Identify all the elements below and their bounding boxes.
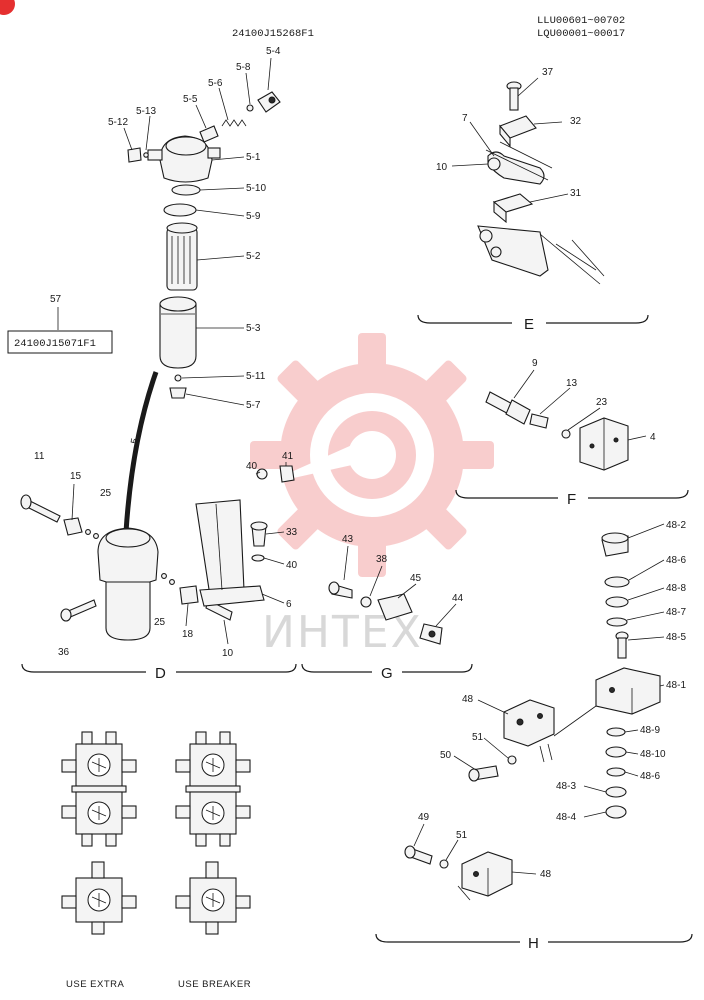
callout-5-10: 5-10 bbox=[246, 183, 266, 194]
callout-40-bottom: 40 bbox=[286, 560, 298, 571]
callout-4: 4 bbox=[650, 432, 656, 443]
callout-48-8: 48-8 bbox=[666, 583, 686, 594]
callout-6: 6 bbox=[286, 599, 292, 610]
callout-33: 33 bbox=[286, 527, 298, 538]
callout-13: 13 bbox=[566, 378, 578, 389]
callout-25-top: 25 bbox=[100, 488, 112, 499]
header-serial-line1: LLU00601~00702 bbox=[537, 15, 625, 27]
section-separators bbox=[21, 314, 693, 943]
corner-badge-icon bbox=[0, 0, 15, 15]
callout-50: 50 bbox=[440, 750, 452, 761]
section-e-parts bbox=[477, 81, 605, 285]
callout-5-1: 5-1 bbox=[246, 152, 261, 163]
callout-44: 44 bbox=[452, 593, 464, 604]
callout-45: 45 bbox=[410, 573, 422, 584]
caption-use-breaker: USE BREAKER bbox=[178, 979, 251, 990]
valve-variant-extra bbox=[61, 731, 137, 935]
callout-5-9: 5-9 bbox=[246, 211, 261, 222]
callout-48-4: 48-4 bbox=[556, 812, 576, 823]
box-label bbox=[7, 330, 113, 354]
callout-25-bottom: 25 bbox=[154, 617, 166, 628]
callout-5: 5 bbox=[129, 437, 141, 445]
header-serial-line2: LQU00001~00017 bbox=[537, 28, 625, 40]
callout-49: 49 bbox=[418, 812, 430, 823]
callout-5-13: 5-13 bbox=[136, 106, 156, 117]
section-label-f: F bbox=[567, 491, 576, 508]
callout-36: 36 bbox=[58, 647, 70, 658]
section-h-parts bbox=[404, 532, 661, 901]
callout-48-bottom: 48 bbox=[540, 869, 552, 880]
callout-37: 37 bbox=[542, 67, 554, 78]
callout-48-5: 48-5 bbox=[666, 632, 686, 643]
callout-10: 10 bbox=[222, 648, 234, 659]
section-f-parts bbox=[485, 391, 629, 471]
callout-7: 7 bbox=[462, 113, 468, 124]
watermark-gear-icon bbox=[250, 333, 494, 577]
callout-48-7: 48-7 bbox=[666, 607, 686, 618]
callout-41: 41 bbox=[282, 451, 294, 462]
section-f-callouts: 9 13 23 4 bbox=[532, 358, 656, 443]
callout-48-6-bottom: 48-6 bbox=[640, 771, 660, 782]
callout-18: 18 bbox=[182, 629, 194, 640]
caption-use-extra: USE EXTRA bbox=[66, 979, 125, 990]
callout-10-e: 10 bbox=[436, 162, 448, 173]
valve-variant-breaker bbox=[175, 731, 251, 935]
box-ref: 57 bbox=[50, 294, 62, 305]
callout-48-6-top: 48-6 bbox=[666, 555, 686, 566]
callout-5-2: 5-2 bbox=[246, 251, 261, 262]
callout-51-mid: 51 bbox=[472, 732, 484, 743]
callout-5-5: 5-5 bbox=[183, 94, 198, 105]
section-d-parts bbox=[20, 465, 295, 641]
section-g-callouts: 43 38 45 44 bbox=[342, 534, 464, 604]
callout-5-6: 5-6 bbox=[208, 78, 223, 89]
callout-5-7: 5-7 bbox=[246, 400, 261, 411]
callout-5-11: 5-11 bbox=[246, 371, 266, 382]
box-code: 24100J15071F1 bbox=[14, 338, 96, 350]
callout-48-1: 48-1 bbox=[666, 680, 686, 691]
callout-48-mid: 48 bbox=[462, 694, 474, 705]
callout-38: 38 bbox=[376, 554, 388, 565]
callout-5-8: 5-8 bbox=[236, 62, 251, 73]
callout-40-top: 40 bbox=[246, 461, 258, 472]
section-label-g: G bbox=[381, 665, 393, 682]
section-h-callouts: 48-2 48-6 48-8 48-7 48-5 48-1 48 51 50 4… bbox=[418, 520, 686, 880]
callout-48-2: 48-2 bbox=[666, 520, 686, 531]
callout-5-4: 5-4 bbox=[266, 46, 281, 57]
callout-5-12: 5-12 bbox=[108, 117, 128, 128]
callout-51-bottom: 51 bbox=[456, 830, 468, 841]
section-label-h: H bbox=[528, 935, 539, 952]
callout-9: 9 bbox=[532, 358, 538, 369]
section-label-d: D bbox=[155, 665, 166, 682]
section-d-callouts: 11 15 25 25 36 18 10 6 40 41 33 40 bbox=[34, 451, 298, 659]
section-label-e: E bbox=[524, 316, 534, 333]
section-g-parts bbox=[328, 581, 443, 645]
filter-assembly bbox=[123, 91, 281, 533]
callout-23: 23 bbox=[596, 397, 608, 408]
section-e-callouts: 37 7 32 10 31 bbox=[436, 67, 582, 199]
header-part-code: 24100J15268F1 bbox=[232, 28, 314, 40]
callout-31: 31 bbox=[570, 188, 582, 199]
callout-43: 43 bbox=[342, 534, 354, 545]
callout-11: 11 bbox=[34, 451, 45, 462]
callout-32: 32 bbox=[570, 116, 582, 127]
callout-48-10: 48-10 bbox=[640, 749, 666, 760]
filter-callouts: 5-4 5-8 5-6 5-5 5-13 5-12 5-1 5-10 5-9 5… bbox=[108, 46, 281, 445]
callout-15: 15 bbox=[70, 471, 82, 482]
callout-48-9: 48-9 bbox=[640, 725, 660, 736]
callout-5-3: 5-3 bbox=[246, 323, 261, 334]
callout-48-3: 48-3 bbox=[556, 781, 576, 792]
